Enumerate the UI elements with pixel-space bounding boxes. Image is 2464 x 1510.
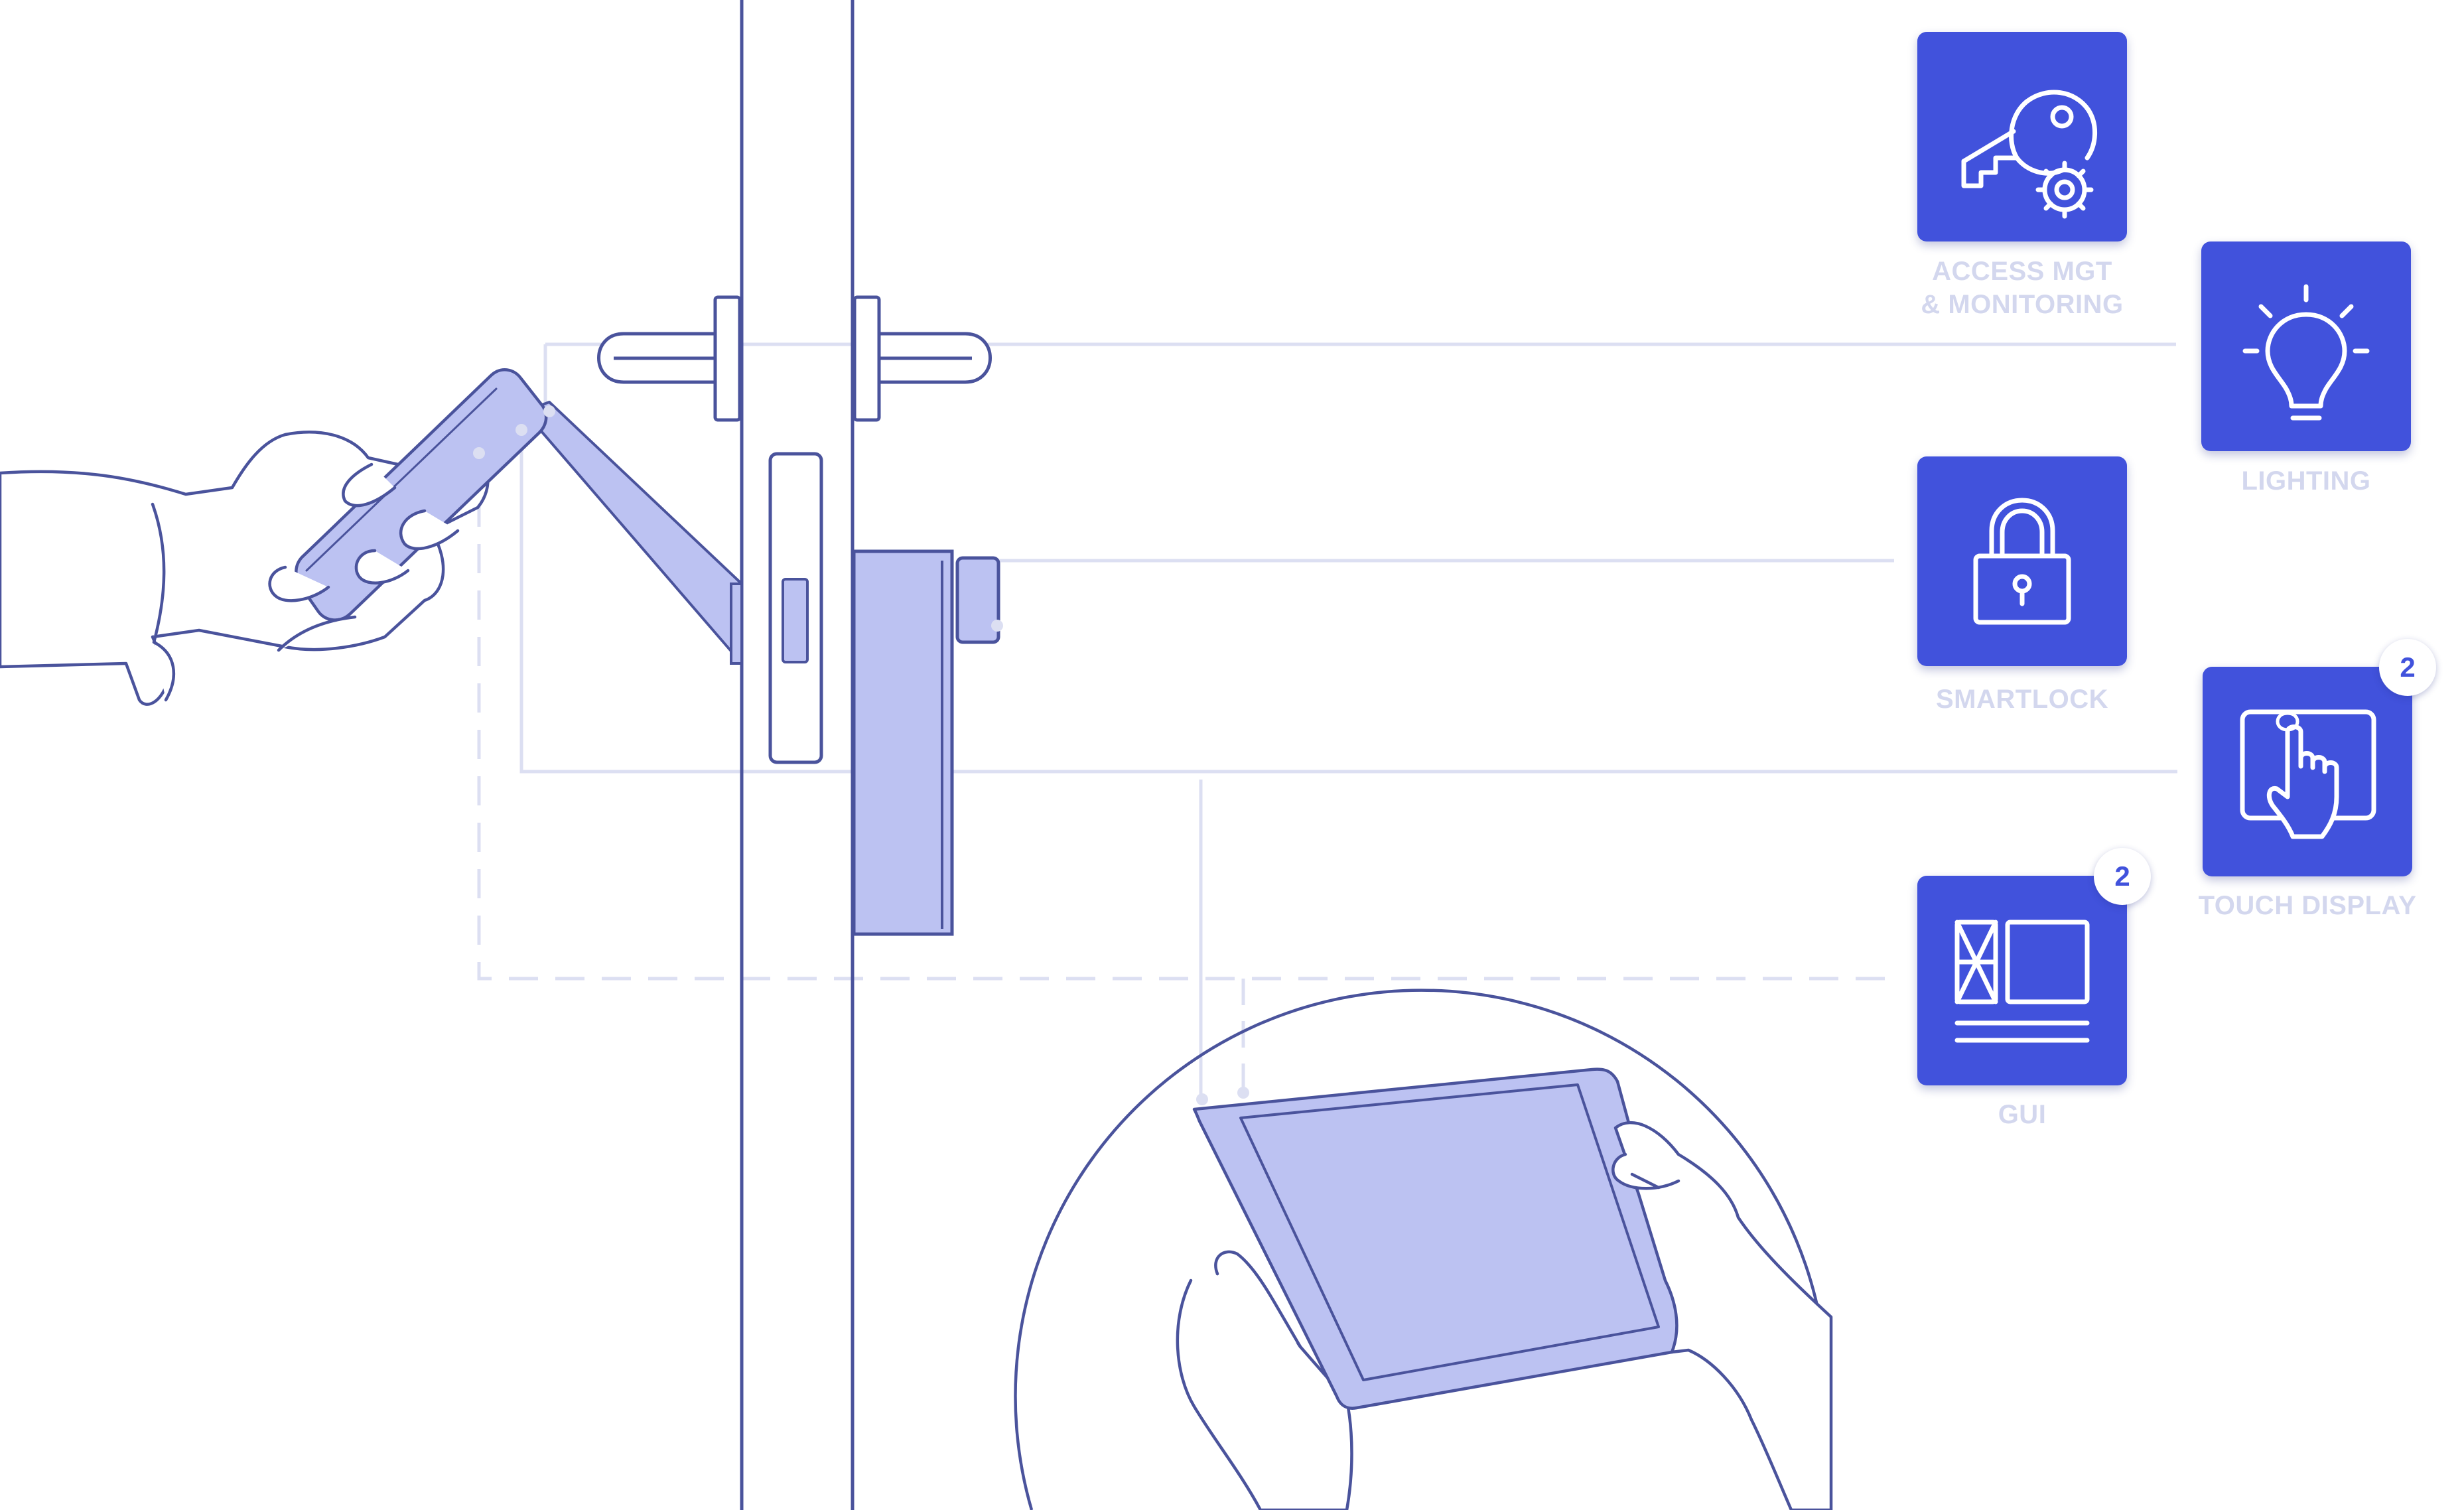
access-tile-label: ACCESS MGT & MONITORING [1878, 255, 2167, 321]
touch-display-badge: 2 [2379, 639, 2436, 696]
lightbulb-icon [2242, 284, 2370, 421]
touch-screen-icon [2240, 709, 2376, 839]
tablet [1192, 1067, 1688, 1410]
nfc-beam [523, 401, 743, 665]
door-handle [597, 295, 992, 422]
gui-tile[interactable] [1917, 876, 2127, 1085]
connector-gui-dashed [477, 451, 1894, 981]
touch-display-tile[interactable] [2203, 667, 2412, 876]
smartlock-device [852, 549, 1003, 936]
lighting-tile[interactable] [2201, 241, 2411, 451]
touch-display-tile-label: TOUCH DISPLAY [2198, 891, 2417, 920]
padlock-icon [1973, 498, 2071, 625]
door-reader-plate [768, 452, 823, 764]
key-gear-icon [1961, 90, 2098, 219]
connector-lines [477, 342, 2177, 1095]
access-label-line2: & MONITORING [1921, 290, 2124, 319]
connector-touch [519, 425, 2177, 774]
lighting-tile-label: LIGHTING [2241, 466, 2371, 496]
connector-access [543, 342, 2176, 411]
gui-badge: 2 [2094, 848, 2151, 905]
tablet-with-hands [1176, 1067, 1833, 1510]
access-tile[interactable] [1917, 32, 2127, 241]
magnifier-circle [1014, 989, 1829, 1510]
hand-with-phone [0, 368, 555, 706]
smartlock-tile-label: SMARTLOCK [1935, 685, 2109, 714]
gui-layout-icon [1954, 920, 2090, 1043]
smartlock-tile[interactable] [1917, 456, 2127, 666]
access-label-line1: ACCESS MGT [1932, 257, 2112, 286]
gui-tile-label: GUI [1998, 1100, 2047, 1129]
